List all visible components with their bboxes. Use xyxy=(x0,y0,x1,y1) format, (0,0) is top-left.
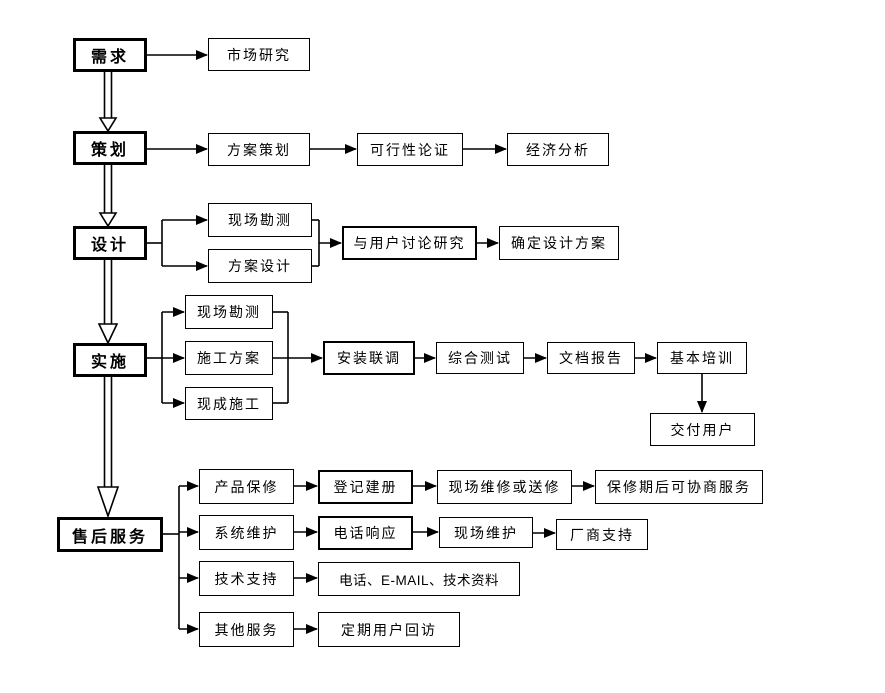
node-comprehensive-testing: 综合测试 xyxy=(436,342,524,374)
node-phone-response: 电话响应 xyxy=(318,516,413,550)
double-arrow-demand-to-planning xyxy=(98,72,118,133)
node-document-report: 文档报告 xyxy=(547,342,635,374)
node-basic-training: 基本培训 xyxy=(657,342,747,374)
node-construction-scheme: 施工方案 xyxy=(185,341,273,375)
connector-design-merge xyxy=(312,219,342,267)
node-market-research: 市场研究 xyxy=(208,38,310,71)
node-feasibility-study: 可行性论证 xyxy=(357,133,463,166)
node-site-survey-impl: 现场勘测 xyxy=(185,295,273,329)
stage-box-after-sales: 售后服务 xyxy=(57,517,163,552)
connector-implementation-merge xyxy=(273,311,323,404)
stage-box-demand: 需求 xyxy=(73,38,147,72)
node-confirm-design-scheme: 确定设计方案 xyxy=(499,226,619,260)
node-scheme-planning: 方案策划 xyxy=(208,133,310,166)
node-deliver-to-user: 交付用户 xyxy=(650,413,755,446)
node-ready-construction: 现成施工 xyxy=(185,387,273,420)
node-system-maintenance: 系统维护 xyxy=(199,515,294,550)
node-product-warranty: 产品保修 xyxy=(199,469,294,504)
node-onsite-or-sendin-repair: 现场维修或送修 xyxy=(437,470,572,504)
node-phone-email-docs: 电话、E-MAIL、技术资料 xyxy=(318,562,520,596)
connector-design-split xyxy=(147,215,208,271)
connector-after-sales-split xyxy=(163,481,199,634)
double-arrow-design-to-implementation xyxy=(97,260,119,345)
node-onsite-maintenance: 现场维护 xyxy=(439,517,533,548)
node-install-commissioning: 安装联调 xyxy=(323,341,415,375)
node-post-warranty-service: 保修期后可协商服务 xyxy=(595,470,763,504)
node-registration: 登记建册 xyxy=(318,470,413,504)
node-vendor-support: 厂商支持 xyxy=(556,519,648,550)
node-economic-analysis: 经济分析 xyxy=(507,133,609,166)
node-regular-user-visits: 定期用户回访 xyxy=(318,612,460,647)
double-arrow-planning-to-design xyxy=(98,165,118,228)
stage-box-design: 设计 xyxy=(73,226,147,260)
connector-implementation-split xyxy=(147,307,185,408)
node-site-survey-design: 现场勘测 xyxy=(208,203,312,237)
double-arrow-implementation-to-after-sales xyxy=(96,377,120,519)
stage-box-implementation: 实施 xyxy=(73,343,147,377)
stage-box-planning: 策划 xyxy=(73,131,147,165)
node-discuss-with-users: 与用户讨论研究 xyxy=(342,226,477,260)
node-scheme-design: 方案设计 xyxy=(208,249,312,283)
node-technical-support: 技术支持 xyxy=(199,561,294,596)
node-other-services: 其他服务 xyxy=(199,612,294,647)
